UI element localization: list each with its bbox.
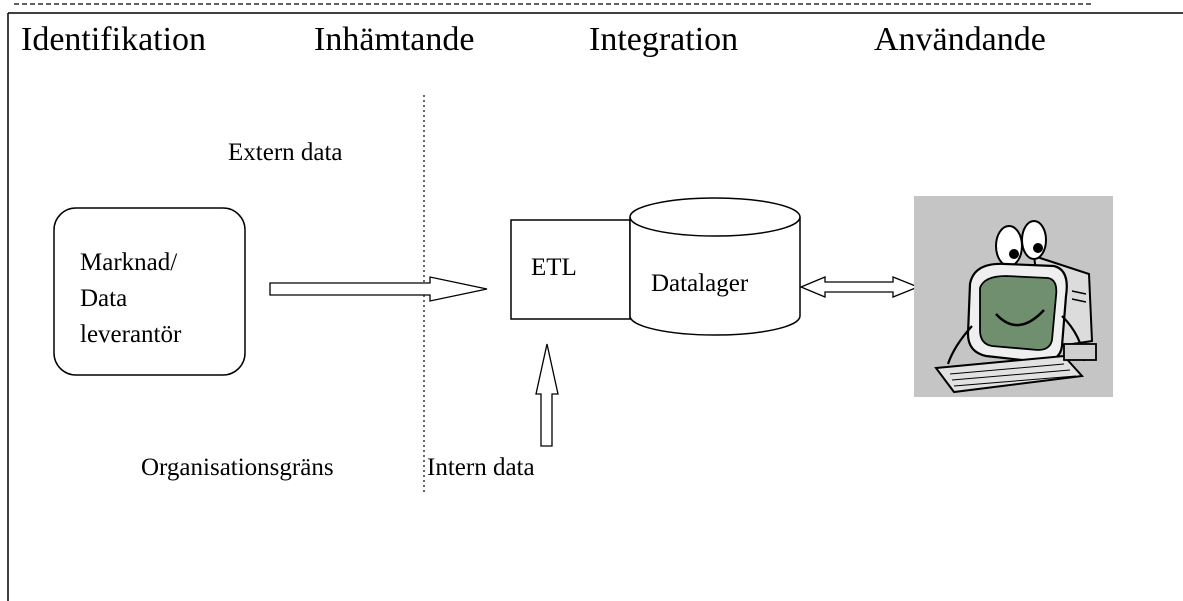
organization-boundary-label: Organisationsgräns (141, 454, 334, 481)
external-data-label: Extern data (228, 139, 343, 166)
etl-label: ETL (531, 254, 577, 281)
source-box (53, 207, 246, 376)
external-data-arrow (269, 276, 488, 302)
phase-acquisition: Inhämtande (314, 21, 475, 58)
phase-identification: Identifikation (21, 21, 207, 58)
source-label: Marknad/ Data leverantör (80, 249, 182, 348)
phase-usage: Användande (874, 21, 1046, 58)
user-at-computer-icon (914, 196, 1113, 397)
warehouse-user-double-arrow (799, 276, 920, 298)
internal-data-arrow (535, 343, 559, 447)
warehouse-label: Datalager (651, 270, 749, 297)
warehouse-cylinder-body (629, 217, 801, 336)
warehouse-cylinder-top (629, 197, 801, 237)
phase-integration: Integration (589, 21, 739, 58)
internal-data-label: Intern data (427, 454, 535, 481)
